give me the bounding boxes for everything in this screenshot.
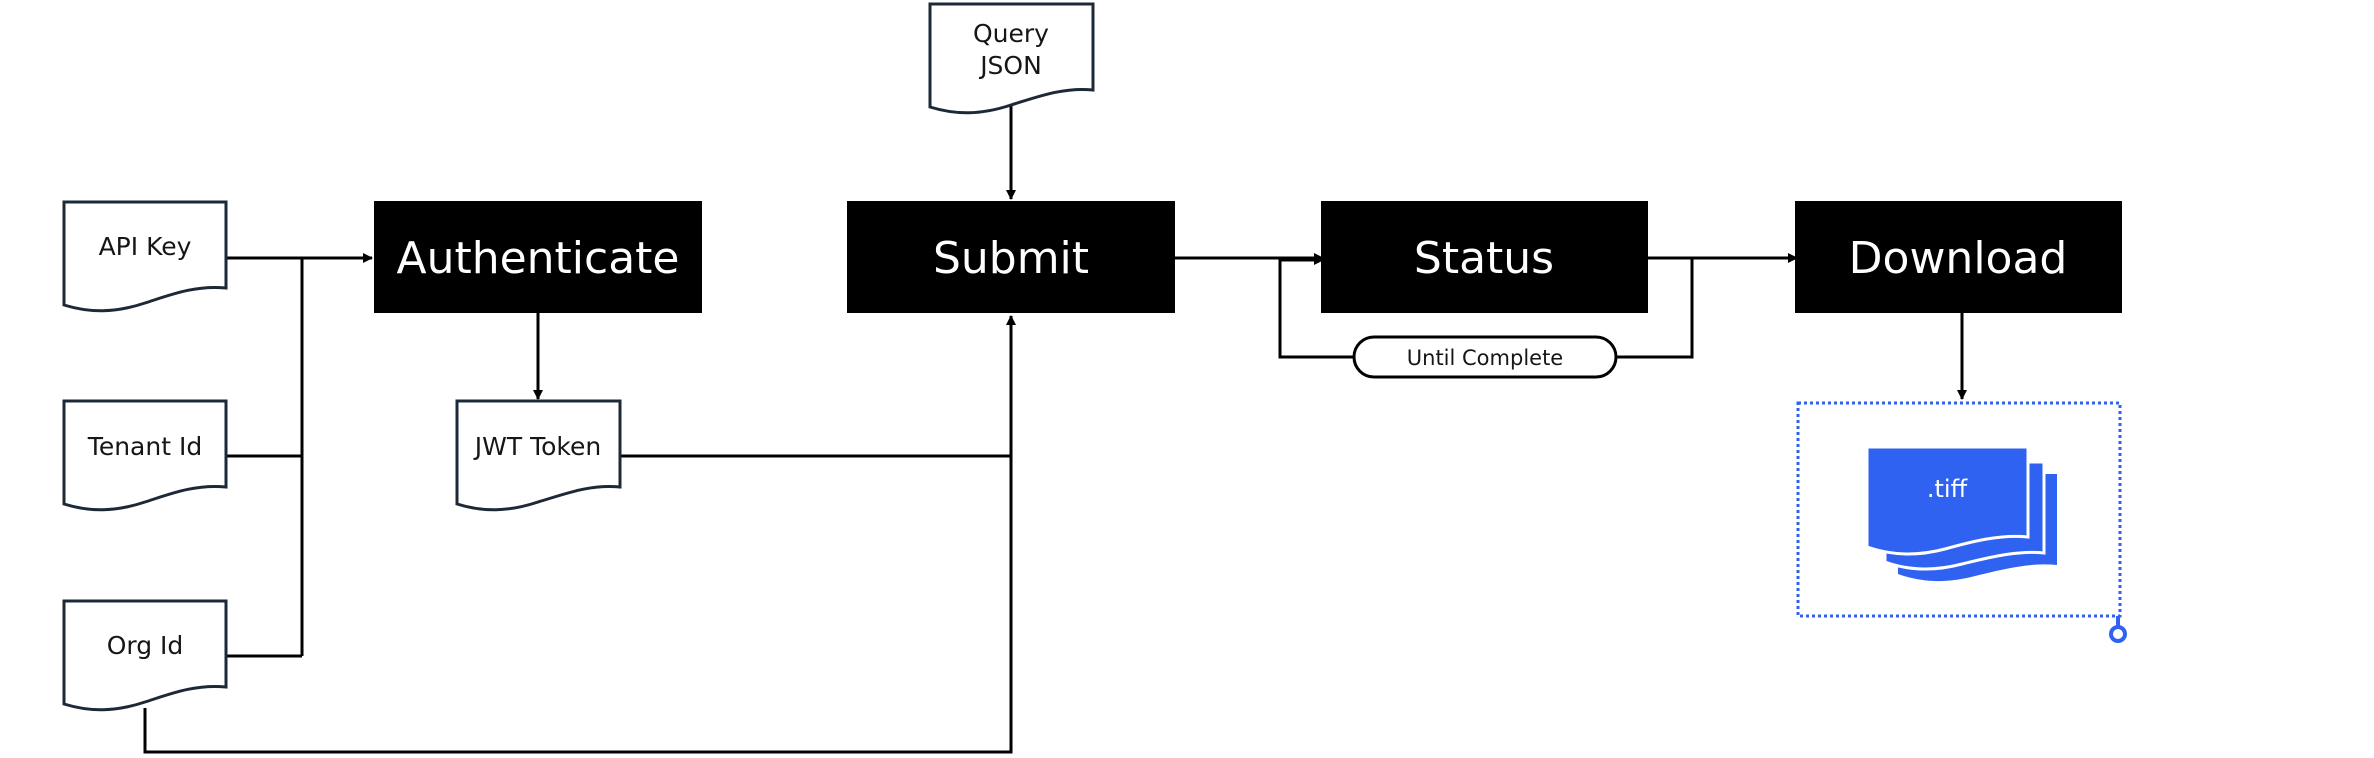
document-tenant-id: Tenant Id [62,399,228,512]
process-status: Status [1321,201,1648,313]
document-org-id: Org Id [62,599,228,712]
authenticate-label: Authenticate [396,233,679,284]
api-key-label: API Key [99,232,192,261]
output-tiff-selection[interactable] [1796,401,2127,643]
status-label: Status [1414,233,1554,284]
connector-org-submit [143,315,1016,754]
output-tiff-multidocument-icon: .tiff [1865,445,2057,582]
connectors [143,105,1967,754]
loop-until-complete: Until Complete [1352,335,1618,379]
process-download: Download [1795,201,2122,313]
document-jwt-token: JWT Token [455,399,622,512]
process-submit: Submit [847,201,1175,313]
submit-label: Submit [933,233,1089,284]
document-query-json: Query JSON [928,2,1095,115]
document-api-key: API Key [62,200,228,313]
tenant-id-label: Tenant Id [87,432,202,461]
selection-handle-icon[interactable] [2109,625,2127,643]
org-id-label: Org Id [107,631,184,660]
jwt-token-label: JWT Token [473,432,601,461]
query-json-label-line1: Query [973,19,1049,48]
download-label: Download [1849,233,2068,284]
connector-loop-return [1278,255,1354,359]
process-authenticate: Authenticate [374,201,702,313]
connector-status-loop [1616,256,1694,359]
tiff-label: .tiff [1927,475,1968,503]
until-complete-label: Until Complete [1407,346,1563,370]
query-json-label-line2: JSON [978,51,1042,80]
